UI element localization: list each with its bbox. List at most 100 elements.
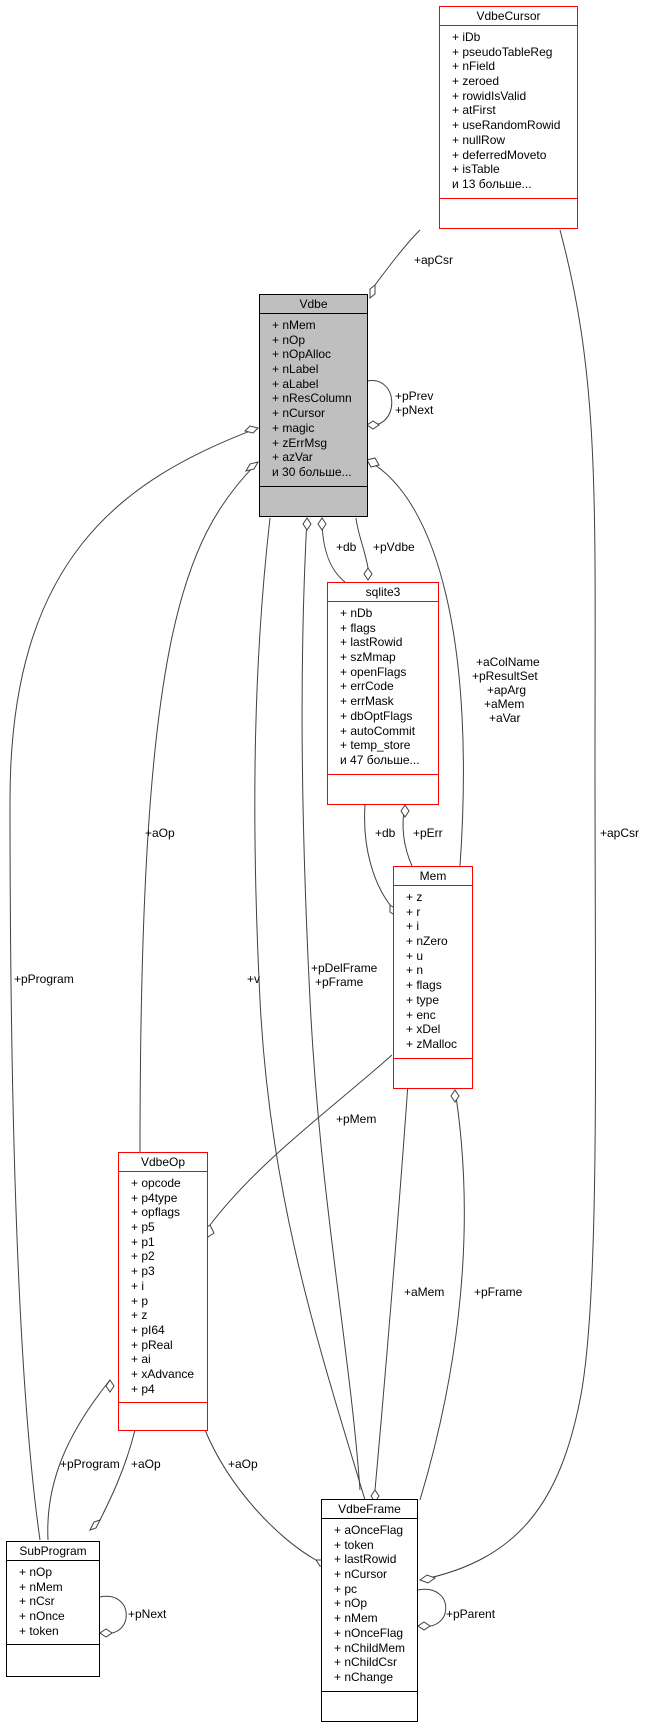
class-field: + nOp xyxy=(334,1596,368,1611)
class-field: + ai xyxy=(131,1352,151,1367)
class-field: + openFlags xyxy=(340,664,407,679)
edge-label-apcsr: +apCsr xyxy=(414,253,454,267)
class-field: + temp_store xyxy=(340,738,411,753)
class-field: + opflags xyxy=(131,1205,181,1220)
class-field: + zErrMsg xyxy=(272,435,328,450)
edge-vdbeframe-self xyxy=(417,1588,447,1628)
class-field: + nOp xyxy=(272,332,306,347)
class-field: + nCursor xyxy=(334,1567,388,1582)
class-field: + nChildMem xyxy=(334,1640,406,1655)
diamond-icon xyxy=(317,517,327,531)
class-field: + isTable xyxy=(452,162,500,177)
edge-label-presultset: +pResultSet xyxy=(472,669,538,683)
edge-label-pparent: +pParent xyxy=(446,1607,496,1621)
class-field: + type xyxy=(406,992,440,1007)
class-vdbe[interactable]: Vdbe + nMem+ nOp+ nOpAlloc+ nLabel+ aLab… xyxy=(259,294,368,517)
edge-vdbe-vdbeframe-v xyxy=(254,517,366,1501)
class-field: + pReal xyxy=(131,1337,173,1352)
class-vdbecursor[interactable]: VdbeCursor + iDb+ pseudoTableReg+ nField… xyxy=(439,6,578,229)
class-vdbeop[interactable]: VdbeOp + opcode+ p4type+ opflags+ p5+ p1… xyxy=(118,1152,208,1431)
diamond-icon xyxy=(450,1089,460,1103)
edge-label-pvdbe: +pVdbe xyxy=(373,540,415,554)
class-subprogram[interactable]: SubProgram + nOp+ nMem+ nCsr+ nOnce+ tok… xyxy=(6,1541,100,1677)
edge-label-pnext: +pNext xyxy=(395,403,434,417)
edge-label-amem-frame: +aMem xyxy=(404,1285,445,1299)
edge-label-db: +db xyxy=(375,826,396,840)
edge-subprogram-vdbe xyxy=(9,427,259,1541)
edge-label-aop-sub: +aOp xyxy=(131,1457,161,1471)
class-field: + dbOptFlags xyxy=(340,708,413,723)
class-fields: + nMem+ nOp+ nOpAlloc+ nLabel+ aLabel+ n… xyxy=(260,314,367,487)
class-field: + errCode xyxy=(340,679,394,694)
class-field: + nChildCsr xyxy=(334,1655,398,1670)
class-field: и 13 больше... xyxy=(452,176,532,191)
edge-label-pmem: +pMem xyxy=(336,1112,377,1126)
class-field: + nZero xyxy=(406,934,448,949)
class-field: + nOnceFlag xyxy=(334,1625,404,1640)
diamond-icon xyxy=(366,420,380,430)
edge-vdbe-self xyxy=(366,380,393,426)
class-field: + magic xyxy=(272,420,315,435)
class-field: + nOnce xyxy=(19,1609,65,1624)
class-field: + atFirst xyxy=(452,103,496,118)
edge-label-acolname: +aColName xyxy=(476,655,540,669)
edge-label-pprogram: +pProgram xyxy=(14,972,74,986)
class-field: + opcode xyxy=(131,1176,181,1190)
diamond-icon xyxy=(302,517,312,531)
edge-label-pnext-sub: +pNext xyxy=(128,1607,167,1621)
edge-label-aop-frame: +aOp xyxy=(228,1457,258,1471)
class-field: + i xyxy=(406,919,420,934)
edge-label-avar: +aVar xyxy=(489,711,521,725)
diamond-icon xyxy=(244,461,260,472)
class-field: + p xyxy=(131,1293,149,1308)
edge-label-perr: +pErr xyxy=(413,826,443,840)
class-sqlite3[interactable]: sqlite3 + nDb+ flags+ lastRowid+ szMmap+… xyxy=(327,582,439,805)
edge-label-db: +db xyxy=(336,540,357,554)
class-field: + iDb xyxy=(452,30,481,44)
class-field: + szMmap xyxy=(340,650,396,665)
class-field: + enc xyxy=(406,1007,436,1022)
class-field: + nMem xyxy=(19,1579,63,1594)
class-fields: + iDb+ pseudoTableReg+ nField+ zeroed+ r… xyxy=(440,26,577,199)
edge-label-pprev: +pPrev xyxy=(395,389,434,403)
class-field: + nMem xyxy=(272,318,316,332)
class-field: + pc xyxy=(334,1581,358,1596)
class-field: + nullRow xyxy=(452,132,506,147)
class-title: SubProgram xyxy=(7,1542,99,1561)
class-field: + autoCommit xyxy=(340,723,416,738)
class-fields: + opcode+ p4type+ opflags+ p5+ p1+ p2+ p… xyxy=(119,1172,207,1404)
class-field: + nMem xyxy=(334,1611,378,1626)
class-field: + u xyxy=(406,948,424,963)
edge-label-v: +v xyxy=(247,972,261,986)
class-field: + aLabel xyxy=(272,376,319,391)
edge-vdbecursor-vdbeframe xyxy=(419,229,597,1581)
class-vdbeframe[interactable]: VdbeFrame + aOnceFlag+ token+ lastRowid+… xyxy=(321,1499,418,1722)
class-field: + nField xyxy=(452,59,496,74)
class-field: + flags xyxy=(406,978,442,993)
class-field: + n xyxy=(406,963,424,978)
class-title: VdbeOp xyxy=(119,1153,207,1172)
edge-label-aparg: +apArg xyxy=(487,683,527,697)
class-mem[interactable]: Mem + z+ r+ i+ nZero+ u+ n+ flags+ type+… xyxy=(393,866,473,1089)
class-title: Mem xyxy=(394,867,472,886)
class-field: + deferredMoveto xyxy=(452,147,547,162)
class-field: + nCursor xyxy=(272,406,326,421)
class-field: + zeroed xyxy=(452,74,500,89)
class-field: + p3 xyxy=(131,1264,155,1279)
diamond-icon xyxy=(244,425,259,434)
edge-label-aop: +aOp xyxy=(145,826,175,840)
class-field: + aOnceFlag xyxy=(334,1523,404,1537)
class-field: + xDel xyxy=(406,1022,441,1037)
class-title: VdbeCursor xyxy=(440,7,577,26)
class-field: + lastRowid xyxy=(340,635,403,650)
class-field: + p4type xyxy=(131,1190,178,1205)
class-field: + p5 xyxy=(131,1220,155,1235)
class-field: + pseudoTableReg xyxy=(452,44,553,59)
edge-vdbeop-subprogram-aop xyxy=(99,1429,136,1521)
class-title: sqlite3 xyxy=(328,583,438,602)
diamond-icon xyxy=(369,283,376,300)
diamond-icon xyxy=(417,1621,431,1631)
class-field: + nChange xyxy=(334,1669,394,1684)
edge-vdbeframe-mem-pframe xyxy=(419,1089,465,1501)
